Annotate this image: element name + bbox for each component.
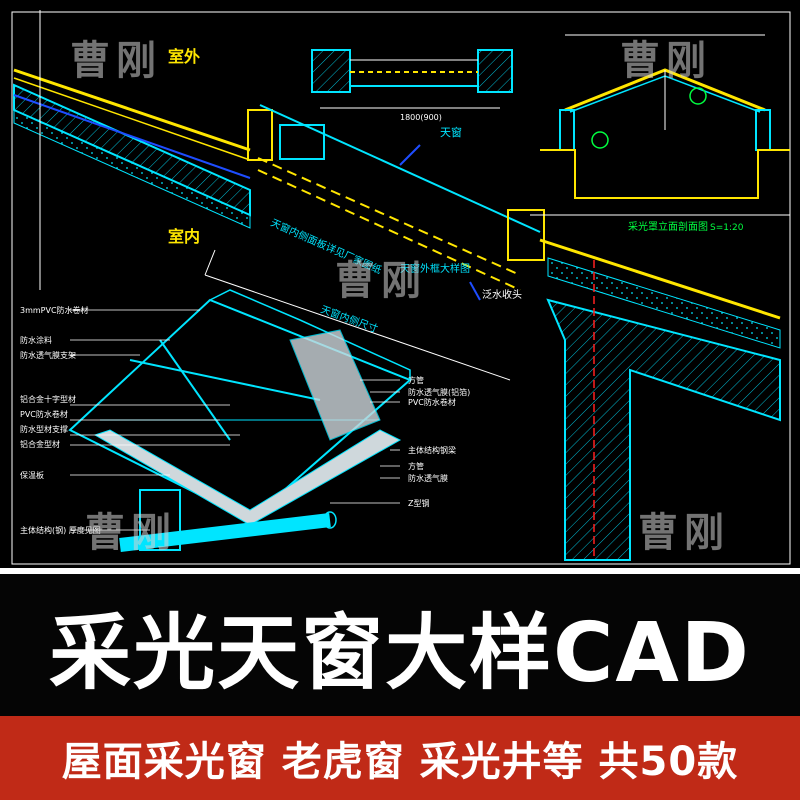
iso-label-left: PVC防水卷材 (20, 409, 68, 419)
iso-label-left: 防水透气膜支架 (20, 350, 76, 360)
label-section-scale: S=1:20 (710, 223, 744, 233)
main-title: 采光天窗大样CAD (49, 605, 751, 701)
label-outdoor: 室外 (168, 47, 200, 66)
iso-label-left: 防水涂料 (20, 335, 52, 345)
subtitle: 屋面采光窗 老虎窗 采光井等 共50款 (61, 739, 739, 785)
label-skylight: 天窗 (440, 125, 462, 139)
drawing-frame (11, 11, 791, 565)
label-span-note: 天窗内侧尺寸 (319, 303, 380, 336)
label-indoor: 室内 (168, 227, 200, 246)
iso-label-right: 方管 (408, 461, 424, 471)
title-band: 采光天窗大样CAD (0, 568, 800, 716)
iso-label-left: 铝合金型材 (20, 439, 60, 449)
elevation-section (530, 34, 790, 216)
label-dim-top: 1800(900) (400, 113, 442, 122)
label-edge-note: 泛水收头 (482, 288, 522, 301)
iso-label-right: PVC防水卷材 (408, 397, 456, 407)
iso-label-left: 防水型材支撑 (20, 424, 68, 434)
cad-drawing: 室外 室内 天窗 天窗内侧面板详见厂家图纸 天窗外框大样图 天窗内侧尺寸 采光罩… (11, 10, 791, 565)
iso-label-left: 主体结构(钢) 厚度见图 (20, 525, 101, 535)
iso-label-right: Z型钢 (408, 498, 429, 508)
label-section-title: 采光罩立面剖面图 (628, 220, 708, 233)
iso-label-left: 保温板 (20, 470, 44, 480)
top-detail (311, 49, 513, 109)
subtitle-band: 屋面采光窗 老虎窗 采光井等 共50款 (0, 716, 800, 800)
iso-label-right: 方管 (408, 375, 424, 385)
iso-label-left: 铝合金十字型材 (20, 394, 76, 404)
iso-label-right: 主体结构钢梁 (408, 445, 456, 455)
iso-label-left: 3mmPVC防水卷材 (20, 305, 89, 315)
title-divider (0, 568, 800, 574)
label-frame-note: 天窗外框大样图 (400, 262, 470, 275)
iso-label-right: 防水透气膜(铝箔) (408, 387, 470, 397)
label-install-note: 天窗内侧面板详见厂家图纸 (269, 216, 384, 277)
isometric-detail (68, 289, 412, 552)
roof-section (13, 10, 781, 561)
iso-label-right: 防水透气膜 (408, 473, 448, 483)
